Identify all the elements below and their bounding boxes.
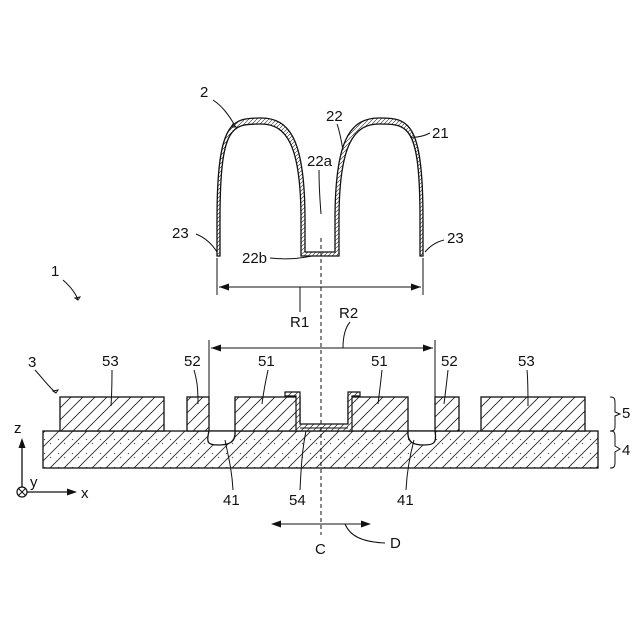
label-3: 3	[28, 354, 36, 371]
label-5: 5	[622, 405, 630, 422]
groove-41-left	[208, 431, 235, 445]
label-2: 2	[200, 84, 208, 101]
label-21: 21	[432, 125, 449, 142]
block-51-left	[235, 397, 300, 431]
label-r1: R1	[290, 314, 309, 331]
label-41-right: 41	[397, 492, 414, 509]
block-53-left	[60, 397, 164, 431]
label-51-left: 51	[258, 353, 275, 370]
axis-x-label: x	[81, 485, 89, 502]
label-4: 4	[622, 442, 630, 459]
block-52-right	[435, 397, 459, 431]
cover-member	[217, 118, 423, 256]
dimension-r2	[209, 322, 435, 397]
label-54: 54	[289, 492, 306, 509]
label-23-left: 23	[172, 225, 189, 242]
label-1: 1	[51, 263, 59, 280]
block-53-right	[481, 397, 585, 431]
label-22a: 22a	[307, 153, 333, 170]
label-c: C	[315, 541, 326, 558]
label-52-right: 52	[441, 353, 458, 370]
label-53-right: 53	[518, 353, 535, 370]
reference-labels: 2 22 21 22a 23 23 22b 1 R1 R2 3 53 52 51…	[28, 84, 630, 558]
axis-z-label: z	[14, 420, 22, 437]
label-52-left: 52	[184, 353, 201, 370]
label-r2: R2	[339, 305, 358, 322]
label-d: D	[390, 535, 401, 552]
label-22b: 22b	[242, 250, 267, 267]
axis-y-label: y	[30, 474, 38, 491]
channel-member-54	[285, 392, 360, 431]
label-51-right: 51	[371, 353, 388, 370]
direction-arrow-d	[271, 521, 385, 544]
cover-arches	[217, 118, 423, 256]
label-23-right: 23	[447, 230, 464, 247]
label-41-left: 41	[223, 492, 240, 509]
label-22: 22	[326, 108, 343, 125]
label-53-left: 53	[102, 353, 119, 370]
groove-41-right	[408, 431, 436, 445]
